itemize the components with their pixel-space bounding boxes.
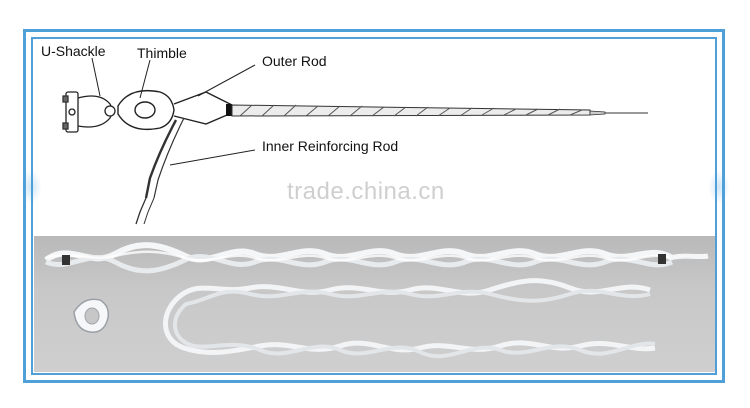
label-thimble: Thimble	[137, 45, 187, 61]
label-inner-reinforcing-rod: Inner Reinforcing Rod	[262, 138, 399, 154]
rod-drawing	[135, 104, 648, 225]
product-photo	[34, 236, 715, 372]
inner-frame	[31, 37, 717, 375]
photo-long-rod	[44, 242, 709, 274]
photo-thimble	[73, 298, 110, 333]
u-shackle-drawing	[62, 91, 116, 133]
thimble-drawing	[117, 89, 235, 131]
photo-loop-rod	[163, 278, 656, 359]
outer-frame	[23, 29, 725, 383]
label-u-shackle: U-Shackle	[41, 43, 106, 59]
label-outer-rod: Outer Rod	[262, 53, 327, 69]
watermark: trade.china.cn	[287, 178, 445, 205]
leader-lines	[91, 57, 256, 166]
